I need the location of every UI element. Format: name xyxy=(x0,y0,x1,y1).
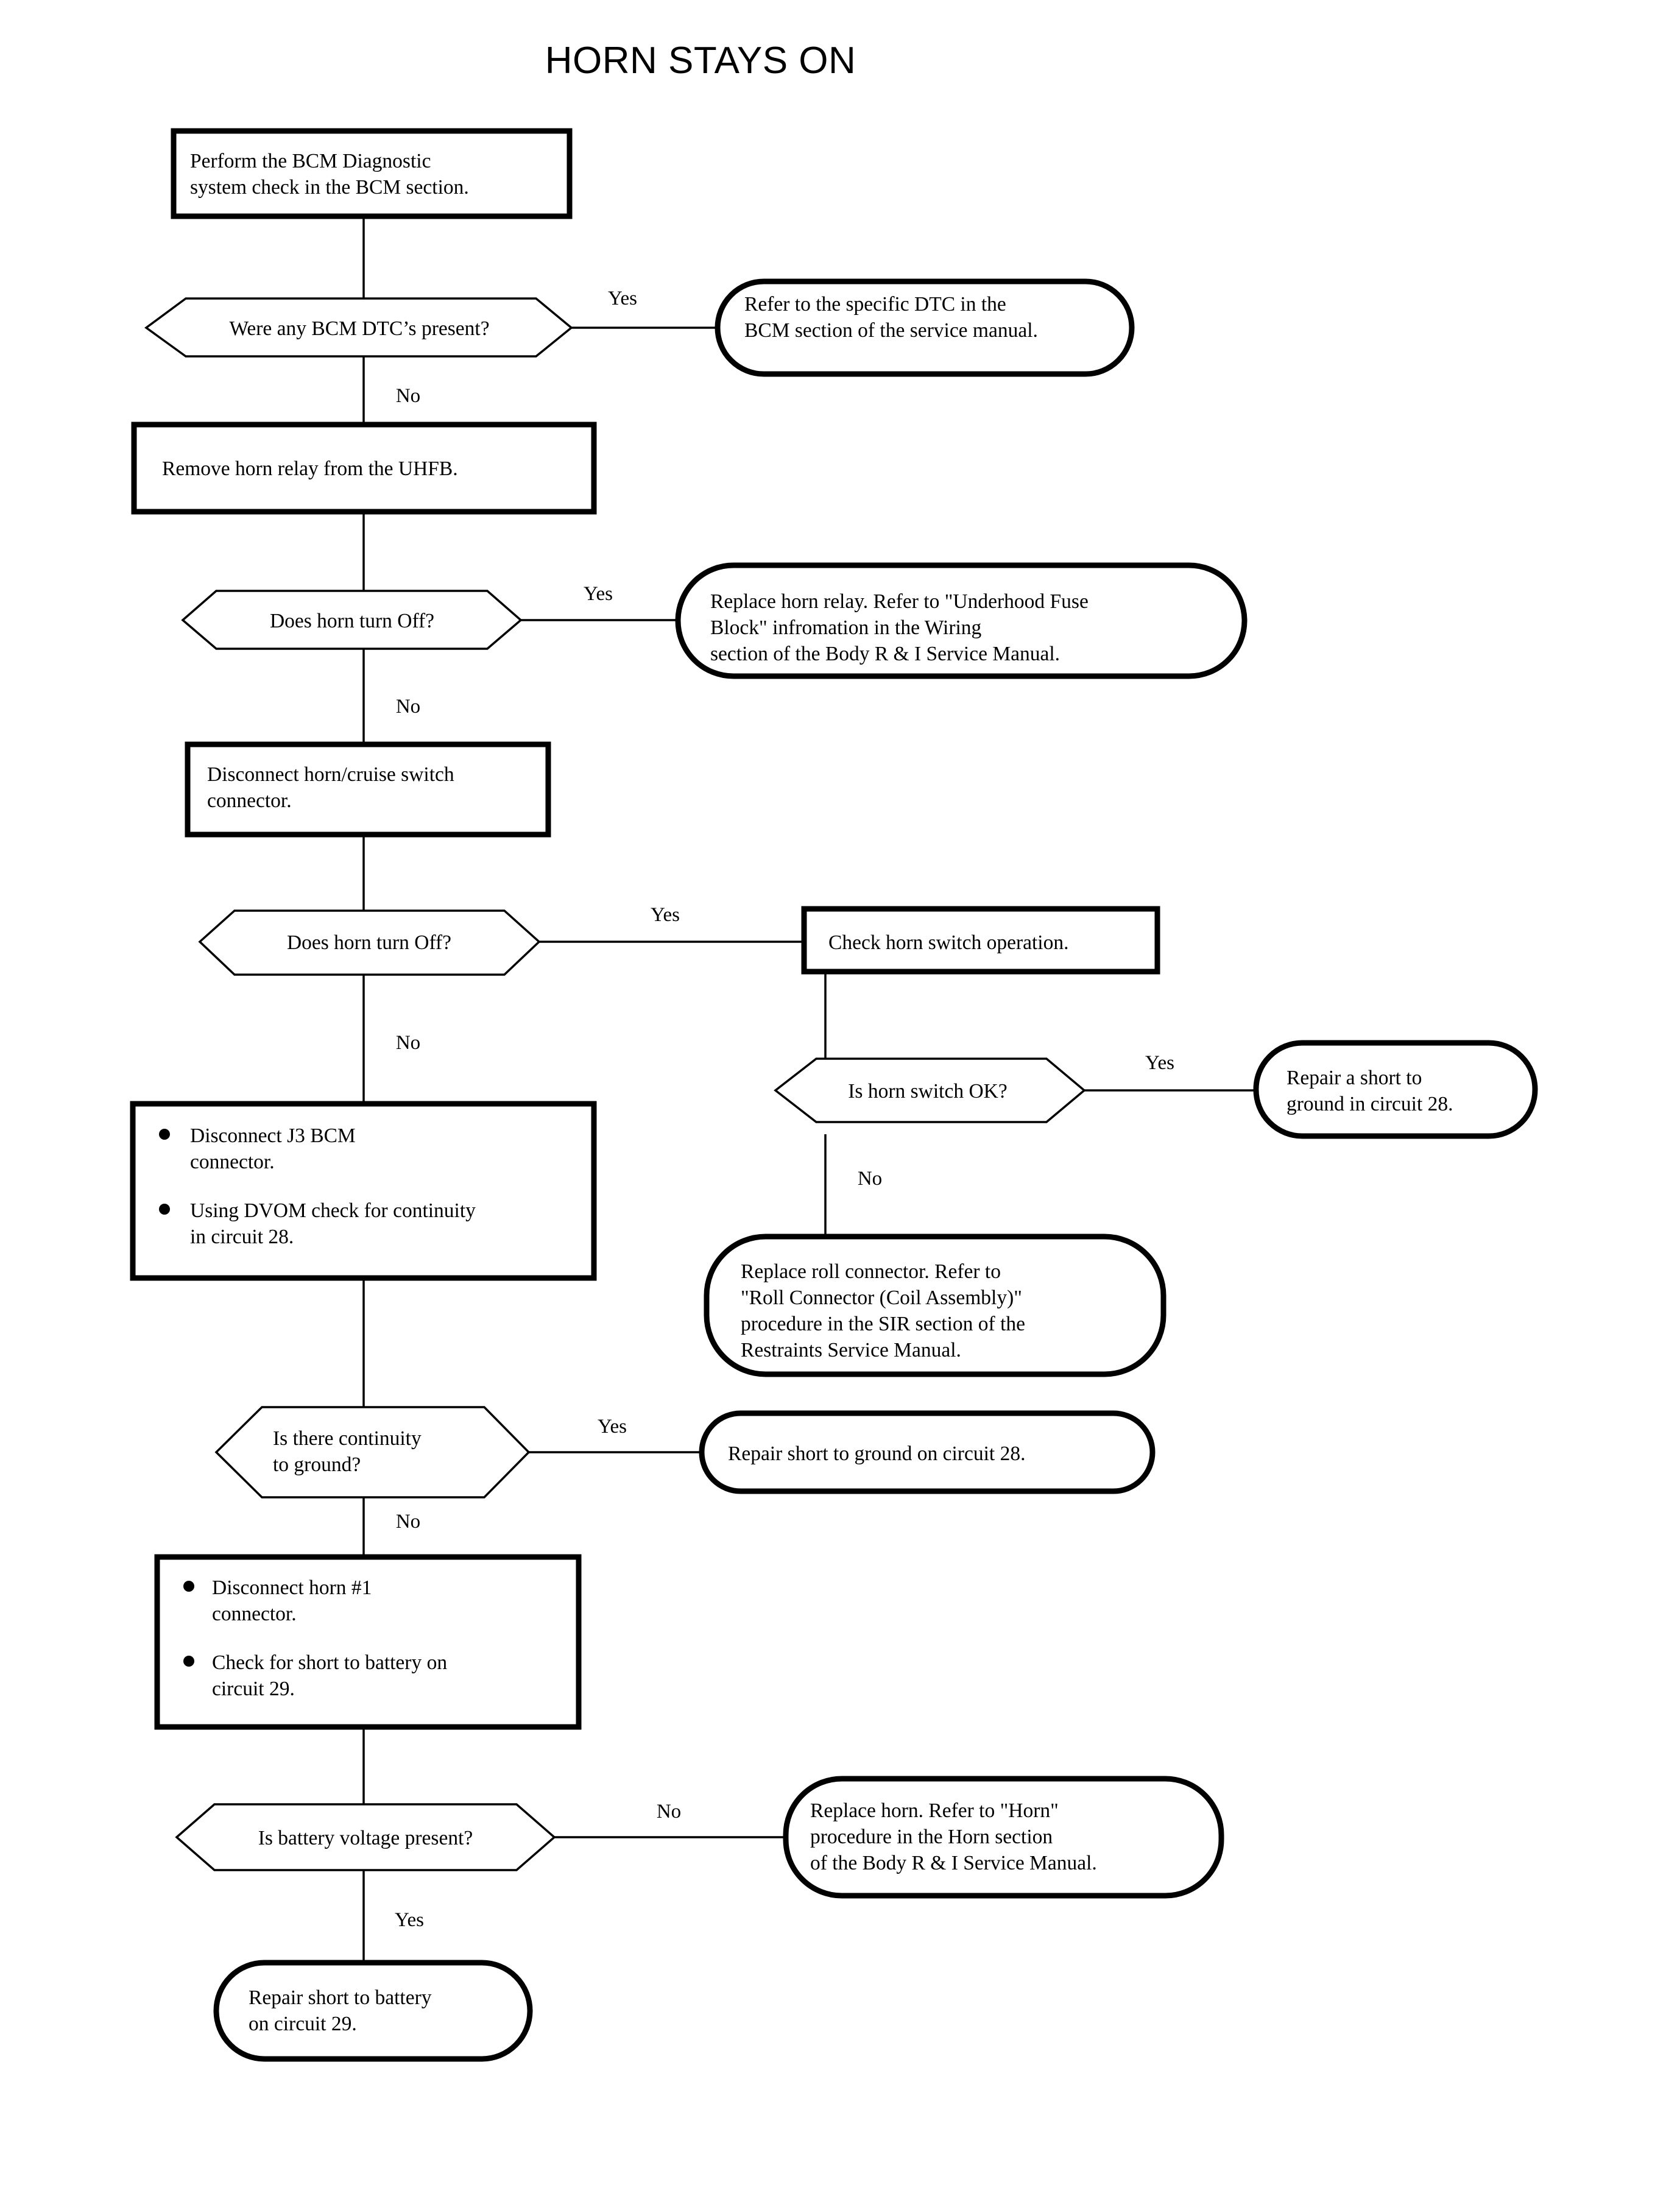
node-text-line: Replace roll connector. Refer to xyxy=(741,1260,1001,1283)
node-text-line: to ground? xyxy=(273,1453,361,1476)
node-text-line: Using DVOM check for continuity xyxy=(190,1199,476,1222)
node-text-line: Disconnect J3 BCM xyxy=(190,1124,356,1147)
node-text-line: in circuit 28. xyxy=(190,1226,294,1248)
node-does-horn-turn-off-1[interactable]: Does horn turn Off? xyxy=(181,590,523,650)
node-repair-short-to-ground-28[interactable]: Repair a short to ground in circuit 28. xyxy=(1253,1040,1538,1139)
node-replace-horn[interactable]: Replace horn. Refer to "Horn" procedure … xyxy=(783,1776,1224,1899)
bullet-icon xyxy=(159,1204,170,1215)
node-is-there-continuity-to-ground[interactable]: Is there continuity to ground? xyxy=(214,1406,531,1499)
node-text-line: Replace horn. Refer to "Horn" xyxy=(810,1799,1059,1822)
node-text-line: Check horn switch operation. xyxy=(828,931,1068,954)
node-disconnect-j3-bcm-connector[interactable]: Disconnect J3 BCM connector. Using DVOM … xyxy=(130,1101,597,1281)
node-repair-short-to-battery-29[interactable]: Repair short to battery on circuit 29. xyxy=(213,1960,533,2062)
node-disconnect-horn-1-connector[interactable]: Disconnect horn #1 connector. Check for … xyxy=(154,1554,582,1730)
node-text-line: Remove horn relay from the UHFB. xyxy=(162,457,458,480)
node-replace-roll-connector[interactable]: Replace roll connector. Refer to "Roll C… xyxy=(704,1234,1166,1377)
node-text-line: Is there continuity xyxy=(273,1427,422,1450)
node-text-line: on circuit 29. xyxy=(249,2013,357,2035)
node-text-line: Does horn turn Off? xyxy=(287,931,451,954)
edge-label-yes: Yes xyxy=(584,583,613,605)
edge-label-yes: Yes xyxy=(395,1909,424,1931)
node-text-line: circuit 29. xyxy=(212,1678,295,1700)
edge-label-yes: Yes xyxy=(598,1416,627,1438)
node-remove-horn-relay[interactable]: Remove horn relay from the UHFB. xyxy=(131,422,597,515)
node-text-line: Is battery voltage present? xyxy=(258,1827,473,1849)
node-text-line: section of the Body R & I Service Manual… xyxy=(710,643,1060,665)
node-text-line: connector. xyxy=(190,1151,275,1173)
node-text-line: "Roll Connector (Coil Assembly)" xyxy=(741,1287,1022,1309)
page-title: HORN STAYS ON xyxy=(545,40,856,82)
edge-label-no: No xyxy=(858,1168,882,1190)
edge-label-no: No xyxy=(396,385,420,407)
node-text-line: Were any BCM DTC’s present? xyxy=(229,317,489,340)
node-is-battery-voltage-present[interactable]: Is battery voltage present? xyxy=(175,1803,556,1871)
node-text-line: of the Body R & I Service Manual. xyxy=(810,1852,1097,1874)
node-repair-short-to-ground-circuit-28[interactable]: Repair short to ground on circuit 28. xyxy=(699,1410,1156,1494)
node-text-line: ground in circuit 28. xyxy=(1286,1093,1453,1115)
node-perform-bcm-diagnostic[interactable]: Perform the BCM Diagnostic system check … xyxy=(171,128,573,219)
node-text-line: Is horn switch OK? xyxy=(848,1080,1007,1103)
node-text-line: connector. xyxy=(207,789,292,812)
node-text-line: Repair a short to xyxy=(1286,1067,1422,1089)
bullet-icon xyxy=(159,1129,170,1140)
edge-label-no: No xyxy=(657,1801,681,1823)
node-text-line: Restraints Service Manual. xyxy=(741,1339,961,1361)
node-text-line: Disconnect horn/cruise switch xyxy=(207,763,454,786)
node-text-line: Refer to the specific DTC in the xyxy=(744,293,1006,316)
edge-label-yes: Yes xyxy=(1145,1052,1174,1074)
node-text-line: connector. xyxy=(212,1603,297,1625)
edge-label-no: No xyxy=(396,1511,420,1533)
node-text-line: procedure in the Horn section xyxy=(810,1826,1053,1848)
node-text-line: Repair short to battery xyxy=(249,1986,432,2009)
edge-label-yes: Yes xyxy=(651,904,680,926)
node-text-line: Block" infromation in the Wiring xyxy=(710,616,982,639)
node-text-line: system check in the BCM section. xyxy=(190,176,469,199)
edge-label-no: No xyxy=(396,1032,420,1054)
node-text-line: procedure in the SIR section of the xyxy=(741,1313,1025,1335)
node-replace-horn-relay[interactable]: Replace horn relay. Refer to "Underhood … xyxy=(675,562,1248,679)
node-were-any-bcm-dtcs-present[interactable]: Were any BCM DTC’s present? xyxy=(144,297,573,358)
node-text-line: Check for short to battery on xyxy=(212,1651,447,1674)
node-text-line: BCM section of the service manual. xyxy=(744,319,1038,342)
node-text-line: Disconnect horn #1 xyxy=(212,1576,372,1599)
node-is-horn-switch-ok[interactable]: Is horn switch OK? xyxy=(774,1057,1086,1123)
node-check-horn-switch-operation[interactable]: Check horn switch operation. xyxy=(801,906,1160,975)
node-text-line: Does horn turn Off? xyxy=(270,610,434,632)
node-text-line: Repair short to ground on circuit 28. xyxy=(728,1442,1025,1465)
node-text-line: Perform the BCM Diagnostic xyxy=(190,150,431,172)
node-refer-to-specific-dtc[interactable]: Refer to the specific DTC in the BCM sec… xyxy=(715,278,1135,377)
node-disconnect-horn-cruise-switch[interactable]: Disconnect horn/cruise switch connector. xyxy=(185,741,551,838)
edge-label-no: No xyxy=(396,696,420,718)
node-text-line: Replace horn relay. Refer to "Underhood … xyxy=(710,590,1089,613)
bullet-icon xyxy=(183,1656,194,1667)
node-does-horn-turn-off-2[interactable]: Does horn turn Off? xyxy=(198,909,541,976)
edge-label-yes: Yes xyxy=(608,288,637,309)
bullet-icon xyxy=(183,1581,194,1592)
